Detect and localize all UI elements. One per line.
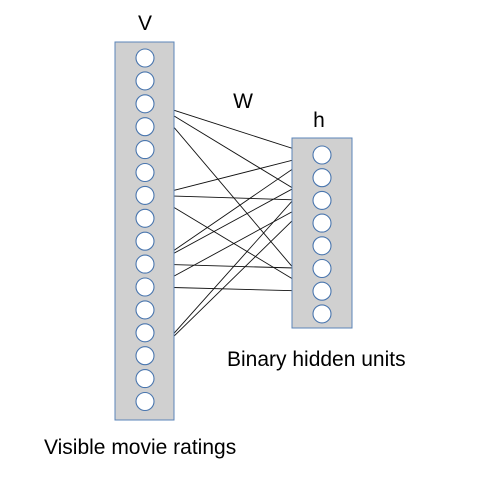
visible-unit [135,300,155,320]
visible-unit [135,48,155,68]
weight-edge [153,154,314,196]
weight-edge [153,194,314,201]
hidden-unit [312,145,332,165]
weight-edge [153,154,314,265]
visible-unit [135,277,155,297]
visible-unit [135,117,155,137]
hidden-units-caption: Binary hidden units [227,348,406,371]
weight-edge [153,103,314,201]
visible-unit [135,231,155,251]
hidden-unit [312,213,332,233]
visible-unit [135,71,155,91]
visible-unit [135,323,155,343]
weight-edge [153,177,314,265]
visible-unit [135,94,155,114]
weight-connections [153,103,314,357]
visible-unit [135,369,155,389]
visible-units-group [135,48,155,412]
hidden-unit [312,236,332,256]
weight-edge [153,177,314,356]
weight-edge [153,103,314,156]
weight-edge [153,200,314,357]
visible-layer-label: V [138,12,152,35]
visible-unit [135,140,155,160]
visible-unit [135,162,155,183]
hidden-units-group [312,145,332,324]
weights-label: W [233,90,253,113]
weight-edge [153,200,314,288]
visible-unit [135,185,155,205]
hidden-unit [312,304,332,324]
visible-unit [135,254,155,274]
hidden-unit [312,258,332,279]
hidden-unit [312,168,332,188]
weight-edge [153,286,314,292]
hidden-layer-label: h [313,109,325,132]
visible-unit [135,346,155,366]
visible-unit [135,208,155,228]
hidden-unit [312,281,332,301]
visible-ratings-caption: Visible movie ratings [44,436,236,459]
visible-unit [135,391,155,412]
hidden-unit [312,190,332,210]
